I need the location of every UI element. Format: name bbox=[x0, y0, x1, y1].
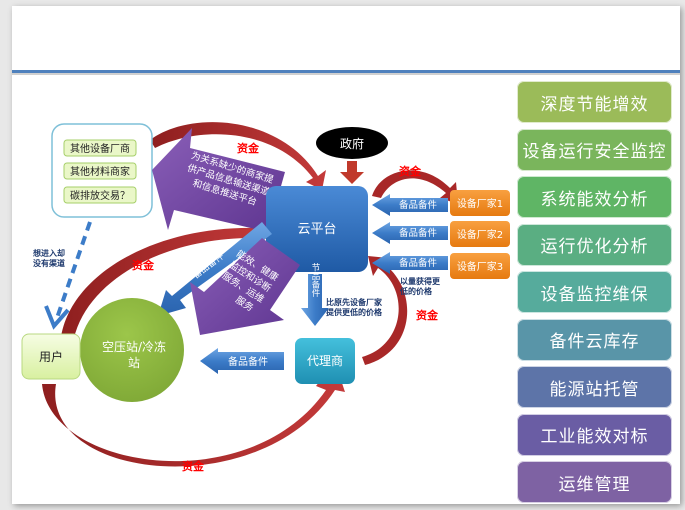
spare-parts-down-label: 节品备件 bbox=[310, 263, 320, 298]
user-label: 用户 bbox=[39, 349, 63, 364]
note-lower-price-line-1: 比原先设备厂家 bbox=[326, 297, 383, 307]
other-item-3-label: 碳排放交易？ bbox=[70, 189, 130, 202]
services-arrow bbox=[190, 238, 300, 335]
spare-parts-arrow-3: 备品备件 bbox=[372, 252, 448, 274]
spare-parts-arrow-1: 备品备件 bbox=[372, 194, 448, 216]
service-item[interactable]: 运行优化分析 bbox=[517, 223, 672, 266]
spare-parts-arrow-agent: 备品备件 bbox=[200, 348, 284, 374]
funds-label-bottom: 资金 bbox=[182, 459, 205, 473]
service-item[interactable]: 设备监控维保 bbox=[517, 271, 672, 313]
manufacturer-2-label: 设备厂家2 bbox=[457, 228, 503, 241]
cloud-platform-label: 云平台 bbox=[297, 222, 336, 237]
manufacturer-1: 设备厂家1 bbox=[450, 190, 510, 216]
spare-parts-label-1: 备品备件 bbox=[399, 199, 438, 211]
service-item[interactable]: 工业能效对标 bbox=[517, 413, 672, 456]
dashed-arrow-head bbox=[44, 305, 70, 330]
agent-node bbox=[295, 338, 355, 384]
note-bulk-line-1: 以量获得更 bbox=[400, 276, 441, 286]
station-label-line-2: 站 bbox=[128, 356, 140, 370]
government-node bbox=[316, 127, 388, 159]
spare-parts-agent-label: 备品备件 bbox=[228, 355, 268, 368]
spare-parts-label-2: 备品备件 bbox=[399, 227, 438, 239]
manufacturer-2: 设备厂家2 bbox=[450, 221, 510, 247]
note-lower-price-line-2: 提供更低的价格 bbox=[326, 307, 383, 317]
spare-parts-arrow-2: 备品备件 bbox=[372, 222, 448, 244]
note-no-channel-line-2: 没有渠道 bbox=[33, 258, 65, 268]
spare-parts-arrow-down: 节品备件 bbox=[301, 263, 329, 326]
service-item[interactable]: 设备运行安全监控 bbox=[517, 128, 672, 171]
other-item-3: 碳排放交易？ bbox=[63, 186, 137, 204]
manufacturer-1-label: 设备厂家1 bbox=[457, 197, 503, 210]
service-item[interactable]: 系统能效分析 bbox=[517, 176, 672, 218]
service-item[interactable]: 能源站托管 bbox=[517, 366, 672, 408]
other-item-1: 其他设备厂商 bbox=[63, 139, 137, 157]
note-bulk-line-2: 低的价格 bbox=[399, 286, 433, 296]
title-rule bbox=[12, 70, 680, 73]
spare-parts-label-3: 备品备件 bbox=[399, 257, 438, 269]
user-node bbox=[21, 333, 81, 380]
info-platform-arrow bbox=[152, 128, 285, 232]
agent-label: 代理商 bbox=[307, 353, 343, 368]
government-arrow bbox=[340, 161, 364, 184]
funds-label-top: 资金 bbox=[237, 141, 260, 155]
station-label-line-1: 空压站/冷冻 bbox=[102, 339, 166, 354]
other-item-2-label: 其他材料商家 bbox=[70, 165, 130, 178]
funds-arrow-top bbox=[150, 122, 326, 190]
dashed-arrow-no-channel bbox=[55, 221, 92, 319]
other-item-2: 其他材料商家 bbox=[63, 162, 137, 180]
manufacturer-3-label: 设备厂家3 bbox=[457, 260, 503, 273]
funds-arrow-bottom bbox=[42, 362, 345, 467]
funds-arrow-agent-to-cloud bbox=[362, 256, 408, 365]
service-item[interactable]: 深度节能增效 bbox=[517, 81, 672, 123]
funds-label-left: 资金 bbox=[132, 258, 155, 272]
service-item[interactable]: 备件云库存 bbox=[517, 318, 672, 361]
funds-label-manufacturer: 资金 bbox=[399, 164, 422, 178]
service-item[interactable]: 运维管理 bbox=[517, 461, 672, 503]
government-label: 政府 bbox=[340, 136, 364, 151]
station-node bbox=[80, 298, 184, 402]
manufacturer-3: 设备厂家3 bbox=[450, 253, 510, 279]
note-no-channel-line-1: 想进入却 bbox=[32, 248, 65, 258]
cloud-platform-node bbox=[266, 186, 368, 272]
funds-label-agent: 资金 bbox=[416, 308, 439, 322]
title-rule-shadow bbox=[12, 73, 680, 75]
funds-arrow-manufacturer bbox=[372, 170, 458, 204]
other-item-1-label: 其他设备厂商 bbox=[70, 142, 130, 155]
